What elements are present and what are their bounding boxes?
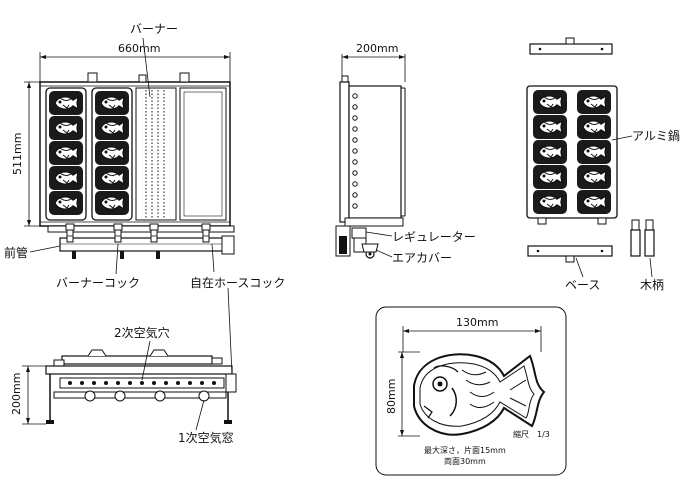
front-height-dimension: 511mm bbox=[11, 133, 24, 175]
side-width-dimension: 200mm bbox=[356, 42, 398, 55]
mold-width-dimension: 130mm bbox=[456, 316, 498, 329]
scale-label: 縮尺 1/3 bbox=[513, 429, 550, 439]
front-width-dimension: 660mm bbox=[118, 42, 160, 55]
front-pipe-label: 前管 bbox=[4, 245, 28, 260]
depth-note-line2: 両面30mm bbox=[444, 457, 486, 466]
parts-view: アルミ鍋 ベース 木柄 bbox=[526, 37, 680, 292]
elevation-view: 200mm 2次空気穴 1次空気窓 bbox=[10, 287, 237, 445]
burner-label: バーナー bbox=[130, 22, 178, 36]
mold-height-dimension: 80mm bbox=[385, 379, 398, 414]
aluminum-pan-label: アルミ鍋 bbox=[632, 128, 680, 143]
regulator-label: レギュレーター bbox=[392, 230, 476, 244]
primary-air-window-label: 1次空気窓 bbox=[178, 430, 234, 445]
mold-detail: 130mm 80mm 縮尺 1/3 最大深さ，片面15mm 両面30mm bbox=[375, 306, 567, 476]
base-bar bbox=[527, 245, 613, 257]
wood-handle-1 bbox=[630, 229, 641, 257]
burner-cock-label: バーナーコック bbox=[56, 276, 140, 290]
wood-handle-2 bbox=[644, 229, 655, 257]
hose-cock-label: 自在ホースコック bbox=[190, 276, 285, 290]
side-pan-edge bbox=[339, 81, 350, 223]
side-view: 200mm レギュレーター エアカバー bbox=[335, 42, 476, 265]
top-bar bbox=[529, 43, 613, 55]
front-pipe bbox=[47, 225, 235, 233]
air-cover-label: エアカバー bbox=[392, 251, 452, 265]
elevation-height-dimension: 200mm bbox=[10, 373, 23, 415]
wood-handle-label: 木柄 bbox=[640, 278, 664, 292]
taiyaki-outline bbox=[413, 353, 546, 436]
burner-leader-line bbox=[142, 37, 151, 98]
depth-note-line1: 最大深さ，片面15mm bbox=[424, 445, 506, 455]
secondary-air-hole-label: 2次空気穴 bbox=[114, 325, 170, 340]
burner-section bbox=[135, 87, 177, 221]
base-label: ベース bbox=[565, 278, 600, 292]
front-view: バーナー 660mm 511mm 前管 バーナーコック 自在ホースコック bbox=[4, 22, 285, 290]
